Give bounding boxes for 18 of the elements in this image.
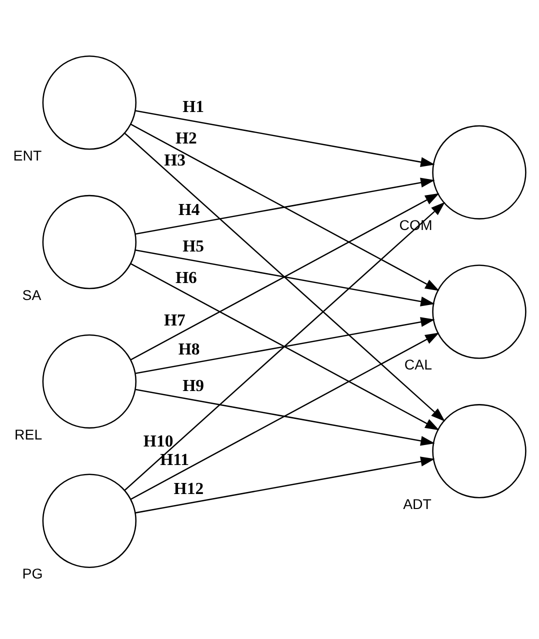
- node-label: ENT: [13, 148, 42, 164]
- edge-label: H11: [160, 450, 190, 469]
- edge-label: H5: [182, 236, 204, 256]
- edge-label: H10: [143, 431, 174, 450]
- edge-label: H2: [175, 128, 197, 148]
- edge-label: H1: [182, 96, 204, 116]
- edge-label: H12: [174, 478, 204, 498]
- node-label: PG: [22, 566, 43, 583]
- edge-label: H9: [182, 376, 204, 395]
- edge-label: H6: [175, 268, 197, 288]
- edge-label: H8: [178, 340, 200, 359]
- edge-label: H3: [164, 150, 186, 170]
- edge-label: H4: [178, 200, 200, 220]
- edge-label: H7: [164, 310, 186, 330]
- node-label: ADT: [403, 497, 432, 513]
- node-label: CAL: [404, 358, 432, 374]
- node-label: REL: [14, 427, 42, 444]
- node-label: SA: [22, 288, 42, 304]
